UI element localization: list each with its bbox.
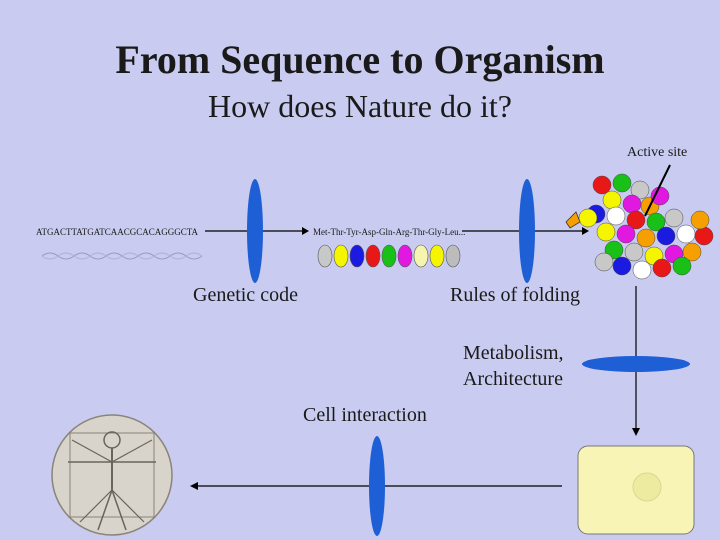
lens-cell-interaction [369,436,385,536]
metabolism-label-line2: Architecture [463,368,563,390]
slide-subtitle: How does Nature do it? [208,88,512,124]
protein-bead [604,240,624,260]
genetic-code-label: Genetic code [193,284,298,306]
protein-bead [612,256,632,276]
residue-bead [381,244,397,268]
dna-helix-icon [41,252,203,260]
protein-bead [676,224,696,244]
protein-bead [612,173,632,193]
cell-interaction-label: Cell interaction [303,404,427,426]
protein-bead [596,222,616,242]
arrow-cell-to-organism-head [190,482,198,490]
protein-bead [602,190,622,210]
protein-bead [632,260,652,280]
protein-bead [606,206,626,226]
lens-genetic-code [247,179,263,283]
lens-rules-of-folding [519,179,535,283]
protein-bead [646,212,666,232]
protein-bead [690,210,710,230]
dna-sequence-label: ATGACTTATGATCAACGCACAGGGCTA [36,227,199,237]
residue-bead [349,244,365,268]
residue-bead [317,244,333,268]
protein-bead [616,224,636,244]
protein-bead [592,175,612,195]
residue-bead [333,244,349,268]
residue-bead [365,244,381,268]
protein-bead [682,242,702,262]
residue-bead [397,244,413,268]
rules-of-folding-label: Rules of folding [450,284,580,306]
slide-title: From Sequence to Organism [115,37,605,82]
arrow-protein-to-cell-head [632,428,640,436]
protein-bead [694,226,714,246]
protein-bead [630,180,650,200]
active-site-marker [565,211,581,229]
residue-bead [429,244,445,268]
protein-bead [578,208,598,228]
active-site-label: Active site [627,145,688,160]
lens-metabolism [582,356,690,372]
residue-bead [413,244,429,268]
arrow-dna-to-peptide-head [302,227,309,235]
protein-bead [652,258,672,278]
peptide-residues [317,244,461,268]
residue-bead [445,244,461,268]
metabolism-label-line1: Metabolism, [463,342,564,364]
protein-bead [672,256,692,276]
cell-nucleus [632,472,662,502]
peptide-sequence-label: Met-Thr-Tyr-Asp-Gln-Arg-Thr-Gly-Leu... [313,227,466,237]
arrow-peptide-to-protein-head [582,227,589,235]
protein-bead [624,242,644,262]
protein-bead [636,228,656,248]
protein-bead [622,194,642,214]
protein-bead [664,208,684,228]
active-site-pointer [644,164,671,217]
vitruvian-man-icon [51,414,173,536]
protein-bead [656,226,676,246]
protein-bead [594,252,614,272]
protein-bead [626,210,646,230]
folded-protein [578,173,714,280]
